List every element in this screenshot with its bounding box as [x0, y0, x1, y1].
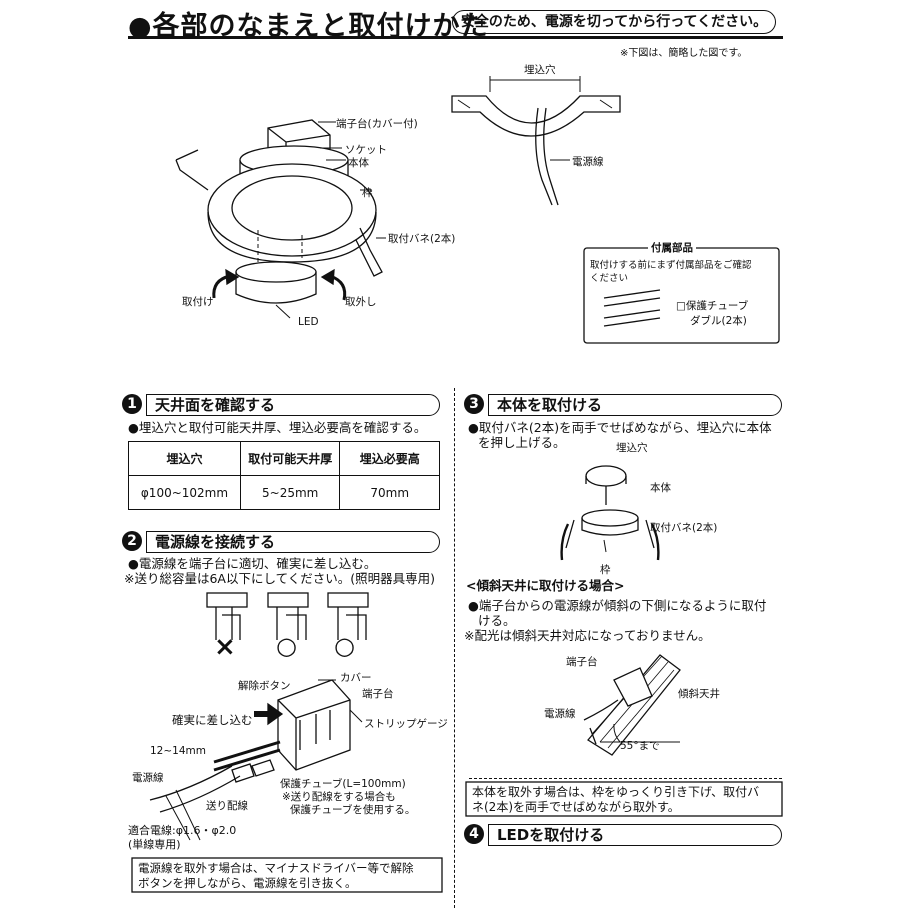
mount-hole-label: 埋込穴 — [616, 442, 648, 454]
table-header-cell: 埋込必要高 — [339, 441, 440, 476]
power-wire-label: 電源線 — [132, 772, 164, 784]
section-1-title: 天井面を確認する — [146, 394, 440, 416]
terminal-block-label: 端子台 — [362, 688, 394, 700]
title-rule — [128, 36, 783, 39]
table-header-cell: 埋込穴 — [128, 441, 241, 476]
terminal-label: 端子台(カバー付) — [336, 118, 418, 130]
body-remove-1: 本体を取外す場合は、枠をゆっくり引き下げ、取付バ — [472, 785, 760, 799]
slope-text-2: ける。 — [478, 613, 516, 628]
section-2-header: 2 電源線を接続する — [122, 531, 440, 553]
strip-gauge-label: ストリップゲージ — [364, 718, 448, 730]
section-4-header: 4 LEDを取付ける — [464, 824, 782, 846]
tube-label-1: 保護チューブ(L=100mm) — [280, 778, 406, 790]
slope-power-label: 電源線 — [544, 708, 576, 720]
slope-title: <傾斜天井に取付ける場合> — [466, 578, 625, 593]
mount-spring-label: 取付バネ(2本) — [650, 522, 718, 534]
wire-spec-1: 適合電線:φ1.6・φ2.0 — [128, 824, 237, 837]
accessory-item-2: ダブル(2本) — [690, 315, 747, 327]
remove-note-box — [131, 857, 443, 893]
section-2-number: 2 — [122, 531, 142, 551]
wire-spec-2: (単線専用) — [128, 838, 181, 851]
section-1-text: ●埋込穴と取付可能天井厚、埋込必要高を確認する。 — [128, 420, 427, 435]
mark-ng: × — [214, 632, 236, 662]
spec-table: 埋込穴 取付可能天井厚 埋込必要高 φ100~102mm 5~25mm 70mm — [128, 441, 440, 510]
body-mounting-illustration — [560, 465, 660, 561]
mount-frame-label: 枠 — [600, 564, 611, 576]
wiring-examples — [206, 592, 369, 640]
release-button-label: 解除ボタン — [238, 680, 291, 692]
table-cell: 70mm — [339, 475, 440, 510]
section-4-title: LEDを取付ける — [488, 824, 782, 846]
table-cell: 5~25mm — [239, 475, 341, 510]
tube-label-3: 保護チューブを使用する。 — [290, 804, 416, 816]
slope-text-3: ※配光は傾斜天井対応になっておりません。 — [464, 628, 711, 643]
feed-wire-label: 送り配線 — [206, 800, 248, 812]
remove-note-2: ボタンを押しながら、電源線を引き抜く。 — [138, 876, 357, 890]
section-3-title: 本体を取付ける — [488, 394, 782, 416]
mark-ok: ○ — [276, 632, 297, 660]
column-divider — [454, 388, 455, 908]
section-1-header: 1 天井面を確認する — [122, 394, 440, 416]
section-3-text-2: を押し上げる。 — [478, 435, 566, 450]
socket-label: ソケット — [345, 144, 387, 156]
section-4-number: 4 — [464, 824, 484, 844]
insert-label: 確実に差し込む — [172, 713, 253, 727]
body-remove-2: ネ(2本)を両手でせばめながら取外す。 — [472, 800, 680, 814]
safety-banner: 安全のため、電源を切ってから行ってください。 — [452, 10, 776, 34]
install-label: 取付け — [182, 296, 214, 308]
remove-note-1: 電源線を取外す場合は、マイナスドライバー等で解除 — [138, 861, 414, 875]
remove-label: 取外し — [345, 296, 377, 308]
slope-ceiling-label: 傾斜天井 — [678, 688, 720, 700]
body-label: 本体 — [348, 157, 369, 169]
section-3-divider — [469, 778, 782, 779]
hole-label: 埋込穴 — [524, 64, 556, 76]
table-row: 埋込穴 取付可能天井厚 埋込必要高 — [128, 441, 440, 476]
accessories-desc-2: ください — [590, 273, 629, 284]
mount-body-label: 本体 — [650, 482, 671, 494]
accessory-item-1: □保護チューブ — [676, 300, 749, 312]
cover-label: カバー — [340, 672, 372, 684]
section-2-title: 電源線を接続する — [146, 531, 440, 553]
mark-ok: ○ — [334, 632, 355, 660]
terminal-block-illustration — [149, 679, 363, 841]
section-3-text-1: ●取付バネ(2本)を両手でせばめながら、埋込穴に本体 — [468, 420, 772, 435]
led-label: LED — [298, 316, 319, 328]
slope-text-1: ●端子台からの電源線が傾斜の下側になるように取付 — [468, 598, 767, 613]
slope-angle-label: 55°まで — [620, 740, 660, 752]
section-3-header: 3 本体を取付ける — [464, 394, 782, 416]
fixture-illustration — [175, 119, 386, 319]
table-header-cell: 取付可能天井厚 — [239, 441, 341, 476]
slope-ceiling-illustration — [583, 654, 681, 756]
section-1-number: 1 — [122, 394, 142, 414]
section-2-text-2: ※送り総容量は6A以下にしてください。(照明器具専用) — [124, 571, 435, 586]
table-cell: φ100~102mm — [128, 475, 241, 510]
frame-label: 枠 — [362, 187, 373, 199]
body-remove-box — [465, 781, 783, 817]
table-row: φ100~102mm 5~25mm 70mm — [128, 475, 440, 510]
strip-length-label: 12~14mm — [150, 745, 206, 757]
accessories-title: 付属部品 — [648, 240, 696, 255]
ceiling-hole-illustration — [451, 76, 621, 206]
accessories-desc-1: 取付けする前にまず付属部品をご確認 — [590, 260, 752, 271]
slope-terminal-label: 端子台 — [566, 656, 598, 668]
tube-label-2: ※送り配線をする場合も — [282, 791, 396, 803]
section-3-number: 3 — [464, 394, 484, 414]
section-2-text-1: ●電源線を端子台に適切、確実に差し込む。 — [128, 556, 377, 571]
power-label: 電源線 — [572, 156, 604, 168]
simplified-note: ※下図は、簡略した図です。 — [620, 48, 748, 59]
spring-label: 取付バネ(2本) — [388, 233, 456, 245]
